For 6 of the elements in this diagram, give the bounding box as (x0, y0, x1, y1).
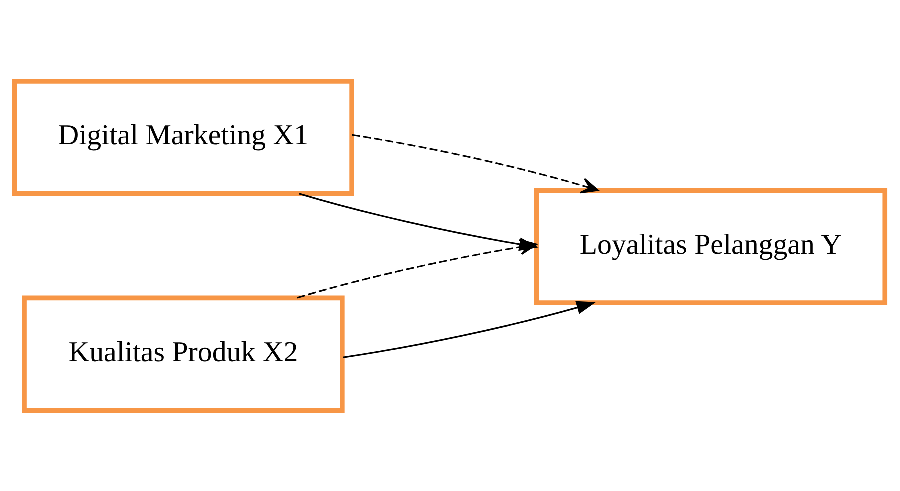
arrow (342, 300, 596, 358)
node-box: Digital Marketing X1 (12, 78, 354, 196)
node-box: Kualitas Produk X2 (22, 295, 345, 412)
arrow (352, 134, 599, 194)
node-box: Loyalitas Pelanggan Y (534, 188, 888, 305)
arrow (297, 238, 538, 298)
